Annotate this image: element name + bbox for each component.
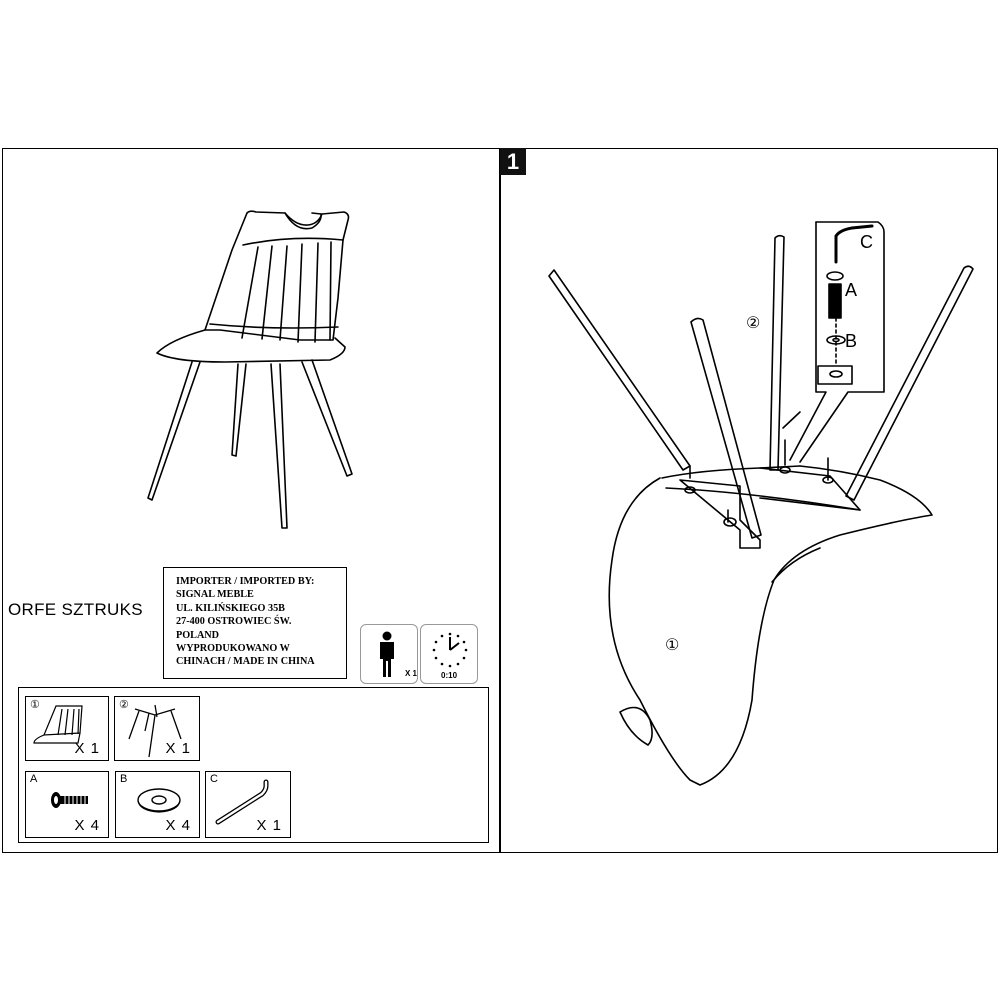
assembly-diagram [548,221,974,786]
seat-shell-icon [33,705,83,744]
label-washer: B [845,331,858,351]
importer-line: 27-400 OSTROWIEC ŚW. [176,616,292,628]
parts-list-panel [18,687,489,843]
chair-illustration [147,210,353,529]
people-required-box: X 1 [360,624,418,684]
part-legs: ② X 1 [114,696,200,761]
page-divider [499,148,501,853]
assembly-time-box: 0:10 [420,624,478,684]
part-allen-key: C X 1 [205,771,291,838]
leg-frame-icon [128,704,182,758]
label-legs: ② [746,315,761,332]
importer-line: UL. KILIŃSKIEGO 35B [176,602,285,614]
label-bolt: A [845,280,858,300]
washer-icon [137,788,181,813]
part-quantity: X 1 [256,817,282,834]
assembly-time: 0:10 [441,671,458,680]
label-key: C [860,232,873,252]
part-quantity: X 4 [74,817,100,834]
part-bolt: A X 4 [25,771,109,838]
label-seat: ① [665,637,680,654]
person-icon [380,631,394,677]
part-code: ① [30,699,40,711]
part-quantity: X 1 [165,740,191,757]
allen-key-icon [215,779,269,825]
part-washer: B X 4 [115,771,200,838]
importer-line: SIGNAL MEBLE [176,589,254,601]
part-code: A [30,773,38,785]
bolt-icon [51,792,88,808]
importer-line: CHINACH / MADE IN CHINA [176,656,315,668]
part-code: ② [119,699,129,711]
part-code: B [120,773,128,785]
clock-icon [432,632,468,668]
part-seat: ① X 1 [25,696,109,761]
part-quantity: X 4 [165,817,191,834]
part-quantity: X 1 [74,740,100,757]
importer-info-box: IMPORTER / IMPORTED BY: SIGNAL MEBLE UL.… [163,567,347,679]
step-number-badge: 1 [500,148,526,175]
product-name: ORFE SZTRUKS [8,600,143,619]
people-count: X 1 [405,669,418,678]
importer-line: WYPRODUKOWANO W [176,643,290,655]
importer-line: IMPORTER / IMPORTED BY: [176,576,315,587]
importer-line: POLAND [176,629,220,641]
part-code: C [210,773,218,785]
